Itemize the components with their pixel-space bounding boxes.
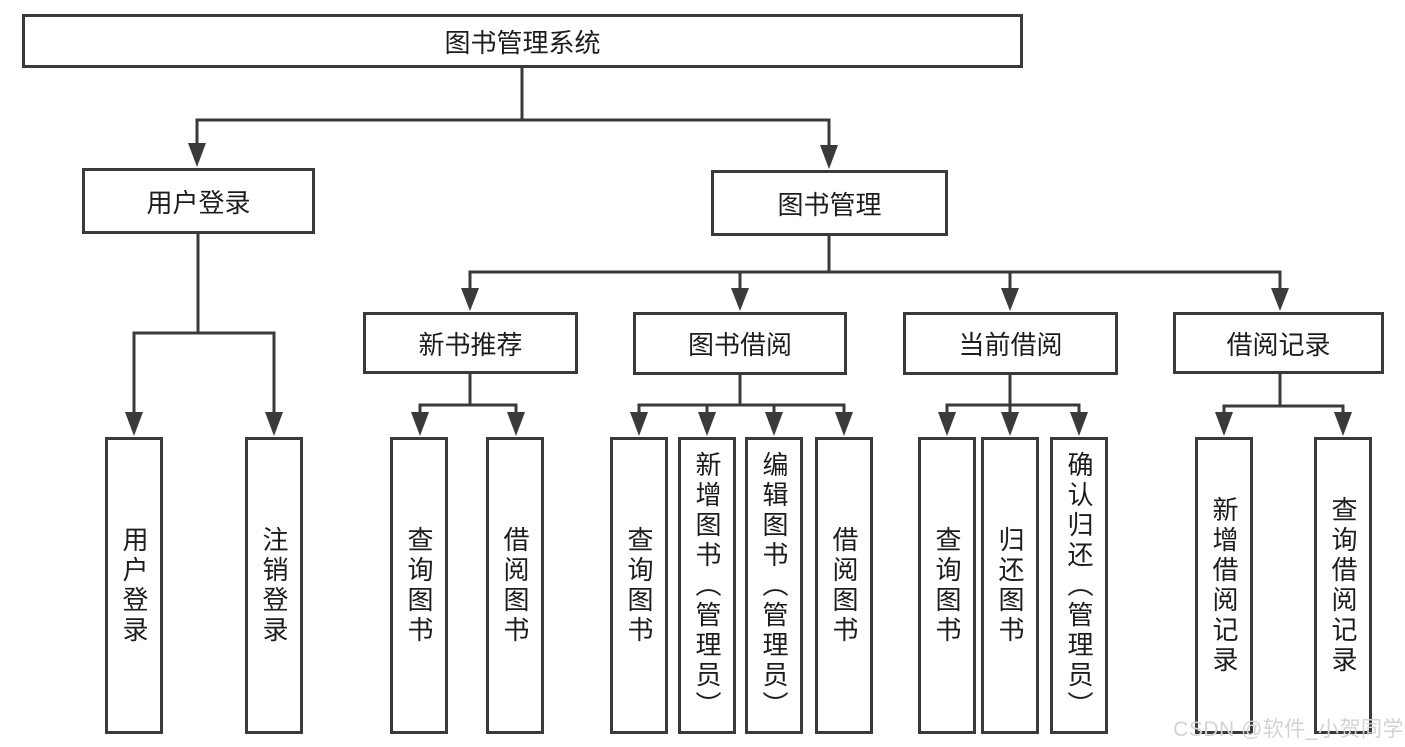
connector-current-to-leaves	[945, 375, 1081, 416]
leaf-query-books-recommend-label: 查询图书	[404, 525, 434, 646]
node-book-management: 图书管理	[711, 170, 948, 236]
leaf-add-borrow-record: 新增借阅记录	[1195, 437, 1253, 734]
connector-records-to-leaves	[1222, 374, 1345, 416]
node-new-book-recommend-label: 新书推荐	[418, 329, 523, 360]
leaf-query-books-borrowing-label: 查询图书	[624, 525, 654, 646]
leaf-add-books-admin-label: 新增图书（管理员）	[692, 450, 722, 721]
leaf-query-books-current: 查询图书	[918, 437, 976, 734]
leaf-borrow-books-recommend: 借阅图书	[486, 437, 544, 734]
leaf-logout: 注销登录	[245, 437, 303, 734]
node-library-system: 图书管理系统	[22, 14, 1023, 68]
leaf-query-books-recommend: 查询图书	[390, 437, 448, 734]
node-user-login-branch-label: 用户登录	[146, 187, 251, 218]
connector-root-to-level2	[195, 68, 831, 148]
leaf-add-borrow-record-label: 新增借阅记录	[1209, 495, 1239, 676]
leaf-edit-books-admin-label: 编辑图书（管理员）	[759, 450, 789, 721]
node-user-login-branch: 用户登录	[82, 168, 315, 234]
node-library-system-label: 图书管理系统	[444, 27, 601, 58]
leaf-borrow-books: 借阅图书	[815, 437, 873, 734]
leaf-confirm-return-admin-label: 确认归还（管理员）	[1064, 450, 1094, 721]
leaf-query-books-borrowing: 查询图书	[610, 437, 668, 734]
node-borrowing-records: 借阅记录	[1173, 312, 1384, 374]
leaf-borrow-books-recommend-label: 借阅图书	[500, 525, 530, 646]
arrowheads-userlogin-leaves	[125, 412, 283, 436]
leaf-query-borrow-record-label: 查询借阅记录	[1328, 495, 1358, 676]
arrowheads-current-leaves	[938, 412, 1088, 436]
node-borrowing-records-label: 借阅记录	[1226, 329, 1331, 360]
connector-bookmgmt-to-level3	[468, 236, 1282, 291]
leaf-user-login-label: 用户登录	[119, 525, 149, 646]
arrowheads-records-leaves	[1215, 412, 1352, 436]
leaf-query-borrow-record: 查询借阅记录	[1314, 437, 1372, 734]
connector-newbook-to-leaves	[418, 374, 518, 416]
leaf-edit-books-admin: 编辑图书（管理员）	[745, 437, 803, 734]
leaf-confirm-return-admin: 确认归还（管理员）	[1050, 437, 1108, 734]
connector-userlogin-to-leaves	[132, 233, 276, 416]
leaf-add-books-admin: 新增图书（管理员）	[678, 437, 736, 734]
leaf-return-books: 归还图书	[981, 437, 1039, 734]
node-book-borrowing-label: 图书借阅	[687, 330, 792, 360]
leaf-query-books-current-label: 查询图书	[932, 525, 962, 646]
node-book-borrowing: 图书借阅	[633, 312, 847, 375]
arrowheads-level2	[188, 143, 838, 169]
arrowheads-borrowing-leaves	[630, 412, 853, 436]
csdn-watermark: CSDN @软件_小贺同学	[1173, 718, 1404, 741]
leaf-logout-label: 注销登录	[259, 525, 289, 646]
node-current-borrowing-label: 当前借阅	[958, 330, 1063, 360]
node-book-management-label: 图书管理	[777, 189, 882, 220]
leaf-user-login: 用户登录	[105, 437, 163, 734]
node-current-borrowing: 当前借阅	[903, 312, 1118, 375]
arrowheads-level3	[461, 288, 1289, 311]
node-new-book-recommend: 新书推荐	[363, 312, 578, 374]
leaf-borrow-books-label: 借阅图书	[829, 525, 859, 646]
arrowheads-newbook-leaves	[411, 412, 525, 436]
leaf-return-books-label: 归还图书	[995, 525, 1025, 646]
connector-borrowing-to-leaves	[637, 375, 846, 416]
